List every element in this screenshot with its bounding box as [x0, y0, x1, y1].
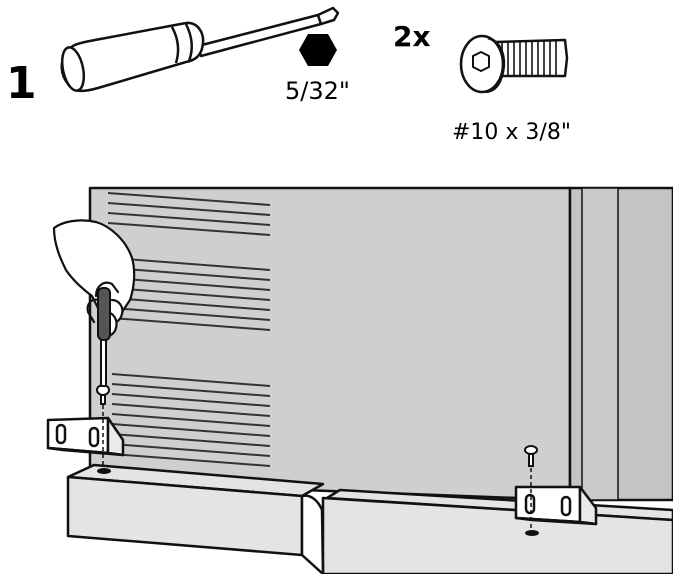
screwdriver-icon	[60, 6, 340, 93]
screw-right	[524, 445, 538, 467]
hex-key-size-label: 5/32"	[285, 77, 350, 105]
screw-hole	[525, 530, 539, 536]
appliance-cabinet	[88, 186, 673, 502]
louver-vents	[107, 192, 271, 467]
bracket-icon	[46, 416, 125, 457]
button-head-screw-icon	[459, 34, 569, 94]
hex-bit-icon	[299, 34, 337, 66]
step-number: 1	[6, 58, 37, 109]
screw-hole	[97, 468, 111, 474]
hardware-quantity: 2x	[393, 20, 431, 53]
bracket-icon	[514, 485, 598, 526]
screw-spec-label: #10 x 3/8"	[452, 120, 571, 145]
screwdriver-icon	[97, 287, 111, 387]
